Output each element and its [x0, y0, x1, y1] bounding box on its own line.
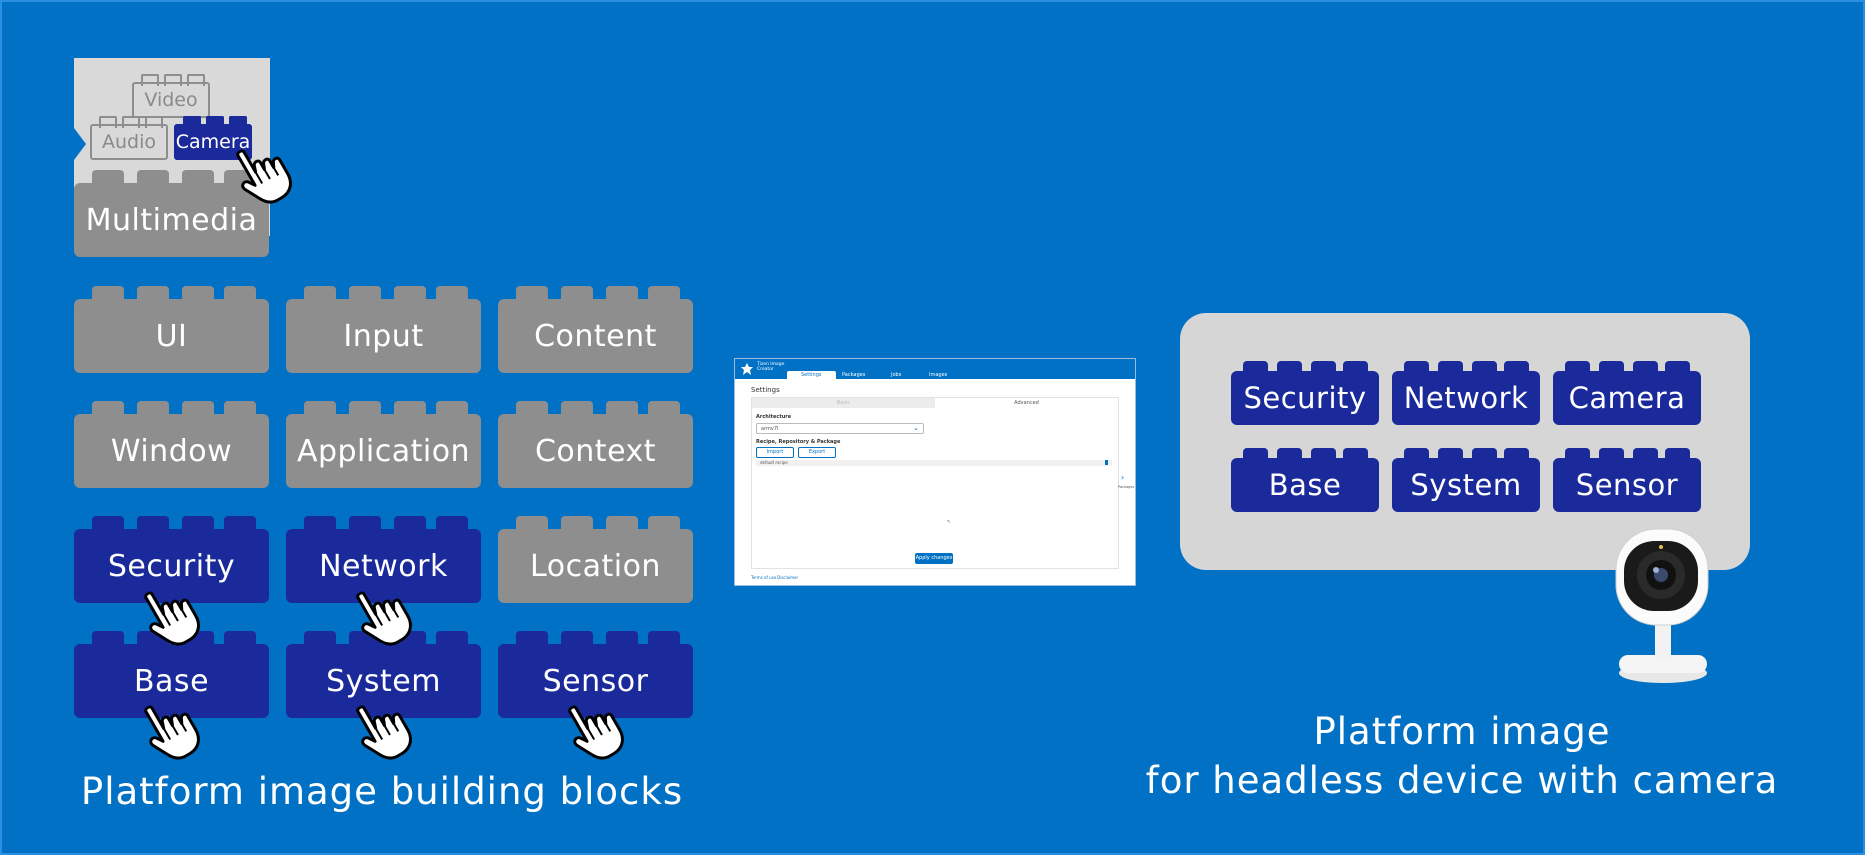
brick-label: Network — [286, 529, 481, 603]
brick-system[interactable]: System — [1392, 448, 1540, 512]
platform-image-panel — [1180, 313, 1750, 570]
side-label: Packages — [1118, 485, 1135, 489]
brick-video[interactable]: Video — [132, 74, 210, 118]
brick-base[interactable]: Base — [1231, 448, 1379, 512]
tab-jobs[interactable]: Jobs — [891, 372, 902, 378]
brick-label: Camera — [1553, 371, 1701, 425]
brick-label: UI — [74, 299, 269, 373]
export-button[interactable]: Export — [798, 447, 836, 458]
tab-settings[interactable]: Settings — [787, 371, 836, 379]
brick-sensor[interactable]: Sensor — [1553, 448, 1701, 512]
security-camera-icon — [1615, 528, 1709, 683]
brick-label: Base — [1231, 458, 1379, 512]
tab-images[interactable]: Images — [929, 372, 948, 378]
app-header: Tizen Image Creator Settings Packages Jo… — [735, 359, 1135, 379]
brick-label: Base — [74, 644, 269, 718]
brick-label: Location — [498, 529, 693, 603]
footer-link-disclaimer[interactable]: Disclaimer — [777, 575, 799, 580]
recipe-label: Recipe, Repository & Package — [756, 439, 841, 445]
page-title: Settings — [751, 386, 780, 394]
brick-label: Sensor — [498, 644, 693, 718]
brick-application[interactable]: Application — [286, 401, 481, 488]
brick-security-selected[interactable]: Security — [74, 516, 269, 603]
tab-packages[interactable]: Packages — [842, 372, 866, 378]
apply-changes-button[interactable]: Apply changes — [915, 553, 953, 564]
architecture-value: armv7l — [761, 426, 779, 432]
architecture-label: Architecture — [756, 414, 792, 420]
architecture-select[interactable]: armv7l ⌄ — [756, 423, 924, 434]
brick-ui[interactable]: UI — [74, 286, 269, 373]
brick-label: Input — [286, 299, 481, 373]
import-button[interactable]: Import — [756, 447, 794, 458]
brick-label: Audio — [90, 124, 168, 160]
brick-location[interactable]: Location — [498, 516, 693, 603]
brick-label: Content — [498, 299, 693, 373]
tizen-logo-icon — [741, 363, 753, 375]
brick-label: Security — [1231, 371, 1379, 425]
import-label: Import — [766, 449, 784, 455]
brick-network[interactable]: Network — [1392, 361, 1540, 425]
brick-content[interactable]: Content — [498, 286, 693, 373]
recipe-item-label: default recipe — [760, 460, 788, 465]
export-label: Export — [808, 449, 826, 455]
right-caption-line2: for headless device with camera — [1145, 759, 1779, 802]
brick-label: System — [1392, 458, 1540, 512]
subtab-basic[interactable]: Basic — [752, 398, 935, 408]
chevron-right-icon[interactable]: › — [1121, 473, 1125, 482]
image-creator-screenshot: Tizen Image Creator Settings Packages Jo… — [734, 358, 1136, 586]
brick-label: Window — [74, 414, 269, 488]
brick-context[interactable]: Context — [498, 401, 693, 488]
brick-camera[interactable]: Camera — [1553, 361, 1701, 425]
brick-network-selected[interactable]: Network — [286, 516, 481, 603]
brick-label: Network — [1392, 371, 1540, 425]
left-caption: Platform image building blocks — [80, 770, 684, 813]
trash-icon[interactable] — [1105, 460, 1108, 465]
brick-label: Multimedia — [74, 183, 269, 257]
brick-label: Video — [132, 82, 210, 118]
brick-base-selected[interactable]: Base — [74, 631, 269, 718]
brick-security[interactable]: Security — [1231, 361, 1379, 425]
brand-name: Tizen Image Creator — [757, 362, 785, 372]
brick-audio[interactable]: Audio — [90, 116, 168, 160]
subtab-advanced[interactable]: Advanced — [1014, 400, 1039, 406]
brick-label: Context — [498, 414, 693, 488]
chevron-down-icon: ⌄ — [913, 424, 919, 432]
brick-label: Security — [74, 529, 269, 603]
brick-input[interactable]: Input — [286, 286, 481, 373]
brick-window[interactable]: Window — [74, 401, 269, 488]
right-caption-line1: Platform image — [1313, 710, 1611, 753]
cursor-icon: ↖ — [947, 519, 952, 525]
apply-label: Apply changes — [915, 555, 953, 561]
brick-multimedia[interactable]: Multimedia — [74, 170, 269, 257]
footer-link-terms[interactable]: Terms of use — [751, 575, 777, 580]
recipe-list-item[interactable]: default recipe — [756, 460, 1112, 466]
brick-sensor-selected[interactable]: Sensor — [498, 631, 693, 718]
brick-label: Application — [286, 414, 481, 488]
content-panel: Basic Advanced Architecture armv7l ⌄ Rec… — [751, 397, 1119, 569]
brick-label: Sensor — [1553, 458, 1701, 512]
brick-label: System — [286, 644, 481, 718]
